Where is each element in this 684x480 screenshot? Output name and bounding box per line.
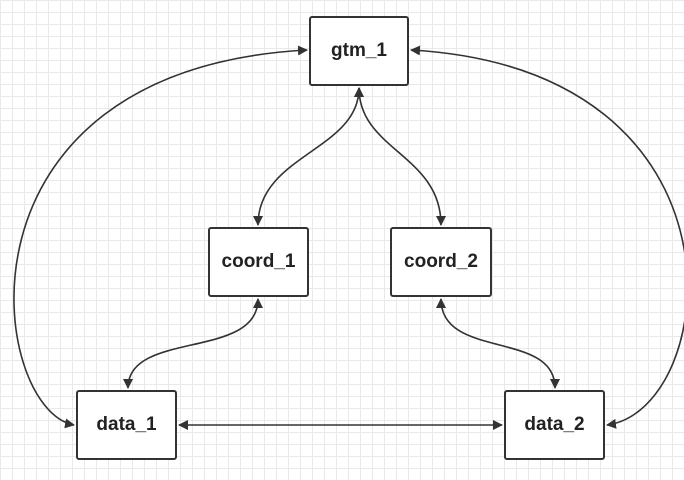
node-data-2[interactable]: data_2 [504,390,605,460]
edge-gtm-coord1 [253,87,364,226]
node-data-1[interactable]: data_1 [76,390,177,460]
node-coord-1-label: coord_1 [221,251,296,272]
edge-coord2-data2 [436,298,560,389]
edge-gtm-data1 [13,45,308,429]
node-coord-1[interactable]: coord_1 [208,227,309,297]
node-coord-2-label: coord_2 [404,251,478,272]
node-gtm-1-label: gtm_1 [331,40,387,61]
node-data-1-label: data_1 [96,414,157,435]
edge-gtm-data2 [410,45,684,429]
node-data-2-label: data_2 [524,414,585,435]
edge-coord1-data1 [123,298,263,389]
edge-gtm-coord2 [354,87,446,226]
node-coord-2[interactable]: coord_2 [390,227,492,297]
node-gtm-1[interactable]: gtm_1 [309,16,409,86]
